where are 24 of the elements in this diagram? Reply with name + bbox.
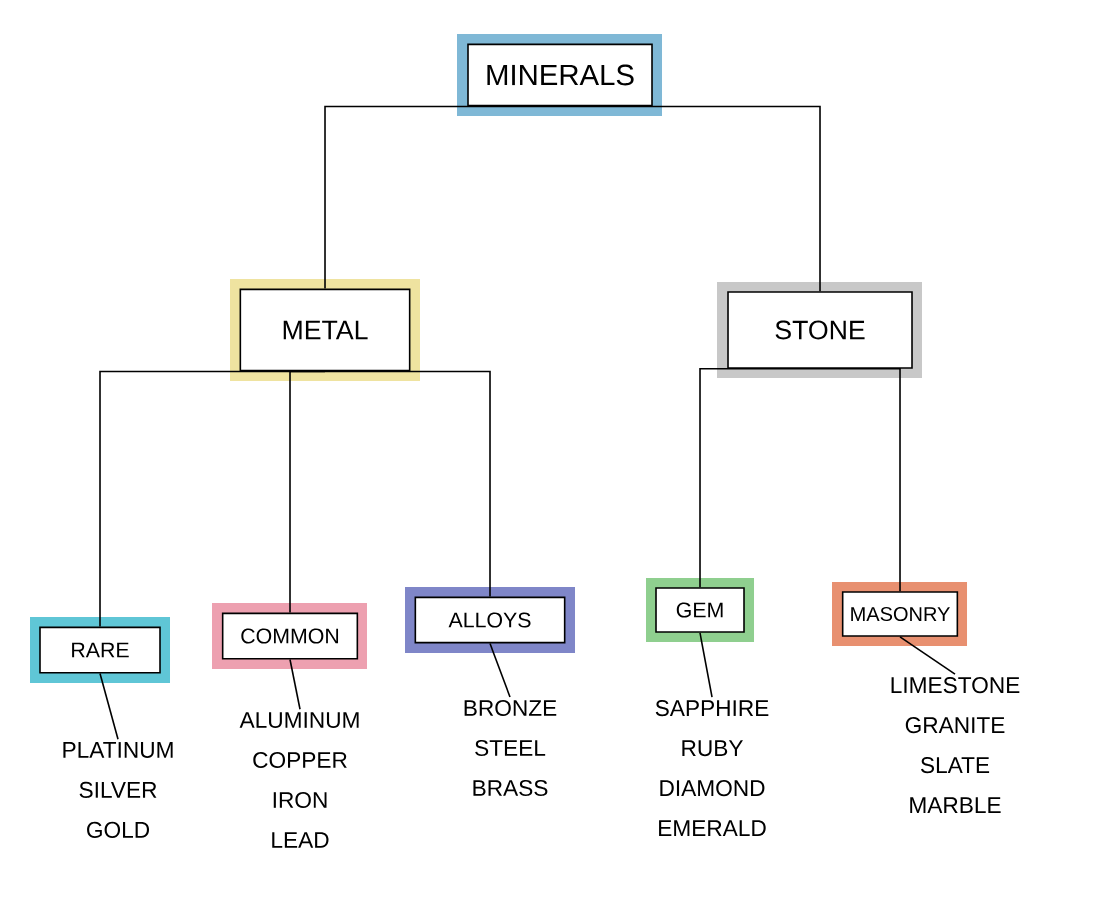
connector-line bbox=[489, 642, 511, 698]
category-box: METAL bbox=[230, 279, 420, 381]
connector-line bbox=[324, 105, 561, 290]
category-box: STONE bbox=[717, 282, 922, 378]
category-box: ALLOYS bbox=[405, 587, 575, 653]
connector-line bbox=[819, 368, 901, 592]
item-list: LIMESTONE GRANITE SLATE MARBLE bbox=[891, 677, 1020, 813]
connector-line bbox=[289, 658, 301, 711]
connector-line bbox=[99, 672, 119, 740]
category-box: GEM bbox=[646, 578, 754, 642]
connector-line bbox=[559, 105, 821, 292]
category-box: COMMON bbox=[212, 603, 367, 669]
item-list: ALUMINUM COPPER IRON LEAD bbox=[239, 712, 359, 848]
connector-line bbox=[324, 370, 491, 598]
category-box: RARE bbox=[30, 617, 170, 683]
connector-line bbox=[699, 368, 821, 588]
connector-line bbox=[289, 370, 326, 614]
category-box: MINERALS bbox=[457, 34, 662, 116]
connector-line bbox=[899, 636, 956, 675]
connector-line bbox=[699, 632, 713, 698]
category-box: MASONRY bbox=[832, 582, 967, 646]
item-list: PLATINUM SILVER GOLD bbox=[63, 742, 173, 838]
item-list: BRONZE STEEL BRASS bbox=[464, 700, 557, 797]
item-list: SAPPHIRE RUBY DIAMOND EMERALD bbox=[655, 700, 769, 836]
